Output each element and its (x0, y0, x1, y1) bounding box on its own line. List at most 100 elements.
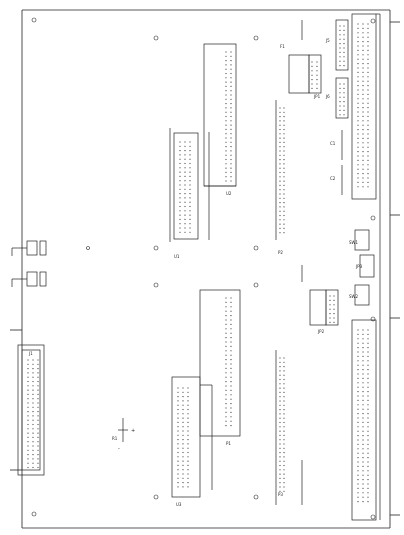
pin (179, 184, 181, 186)
header-column-right (275, 20, 303, 505)
pin (225, 120, 227, 122)
pin (362, 173, 364, 175)
pin (230, 85, 232, 87)
label-u1: U1 (174, 254, 180, 259)
pin (343, 56, 345, 58)
pin (367, 457, 369, 459)
pin (32, 462, 34, 464)
pin (362, 159, 364, 161)
pin (279, 111, 281, 113)
pin (362, 168, 364, 170)
pin (27, 363, 29, 365)
pin (187, 391, 189, 393)
pin (179, 214, 181, 216)
pin (187, 400, 189, 402)
pin (230, 98, 232, 100)
pin (27, 423, 29, 426)
pin (367, 386, 369, 388)
chip-u2-pins (225, 51, 232, 182)
pin (230, 411, 232, 413)
pin (179, 171, 181, 173)
pin (339, 25, 341, 27)
pin (32, 441, 34, 443)
pin (279, 447, 281, 449)
pin (177, 417, 179, 419)
pin (225, 425, 227, 427)
pin (311, 87, 313, 89)
pin (362, 382, 364, 384)
pin (357, 41, 359, 43)
pin (357, 386, 359, 388)
pin (177, 400, 179, 402)
pin (362, 181, 364, 183)
label-jp3: JP3 (355, 264, 363, 269)
pin (230, 385, 232, 387)
pin (283, 366, 285, 368)
pin (357, 430, 359, 432)
pin (343, 47, 345, 49)
pin (189, 171, 191, 173)
pin (225, 411, 227, 413)
pin (182, 421, 184, 423)
pin (32, 402, 34, 404)
pin (279, 150, 281, 152)
pin (187, 469, 189, 471)
mounting-holes (31, 17, 376, 520)
pin (279, 163, 281, 165)
pin (27, 380, 29, 383)
pin (362, 142, 364, 144)
pin (179, 175, 181, 177)
pin (357, 461, 359, 463)
pin (279, 404, 281, 406)
pin (367, 496, 369, 498)
pin (329, 313, 331, 315)
pin (37, 372, 39, 374)
pin (357, 146, 359, 148)
pin (367, 333, 369, 335)
pin (189, 231, 191, 233)
pin (283, 197, 285, 199)
pin (357, 457, 359, 459)
pin (357, 342, 359, 344)
pin (283, 404, 285, 406)
pin (343, 96, 345, 98)
pin (177, 473, 179, 475)
pin (179, 180, 181, 182)
pin (279, 227, 281, 229)
pin (367, 23, 369, 25)
pin (189, 180, 191, 182)
pin (189, 167, 191, 169)
pin (189, 175, 191, 177)
pin (362, 408, 364, 410)
pin (329, 317, 331, 319)
pin (283, 128, 285, 131)
pin (362, 71, 364, 73)
pin (367, 36, 369, 38)
pin (357, 177, 359, 179)
pin (179, 162, 181, 165)
pin (362, 435, 364, 437)
pin (225, 381, 227, 383)
pin (362, 483, 364, 485)
pin (283, 447, 285, 449)
pin (187, 413, 189, 415)
pin (225, 158, 227, 161)
pin (367, 151, 369, 153)
pin (283, 120, 285, 122)
pin (362, 155, 364, 157)
pin (189, 205, 191, 208)
pin (367, 377, 369, 379)
pin (189, 218, 191, 220)
pin (279, 180, 281, 182)
pin (311, 83, 313, 85)
pin (283, 421, 285, 424)
pin (184, 175, 186, 177)
pin (357, 58, 359, 60)
pin (357, 496, 359, 498)
pin (32, 423, 34, 426)
pin (177, 460, 179, 462)
pin (367, 452, 369, 454)
pin (225, 319, 227, 321)
pin (367, 404, 369, 406)
pin (279, 469, 281, 471)
